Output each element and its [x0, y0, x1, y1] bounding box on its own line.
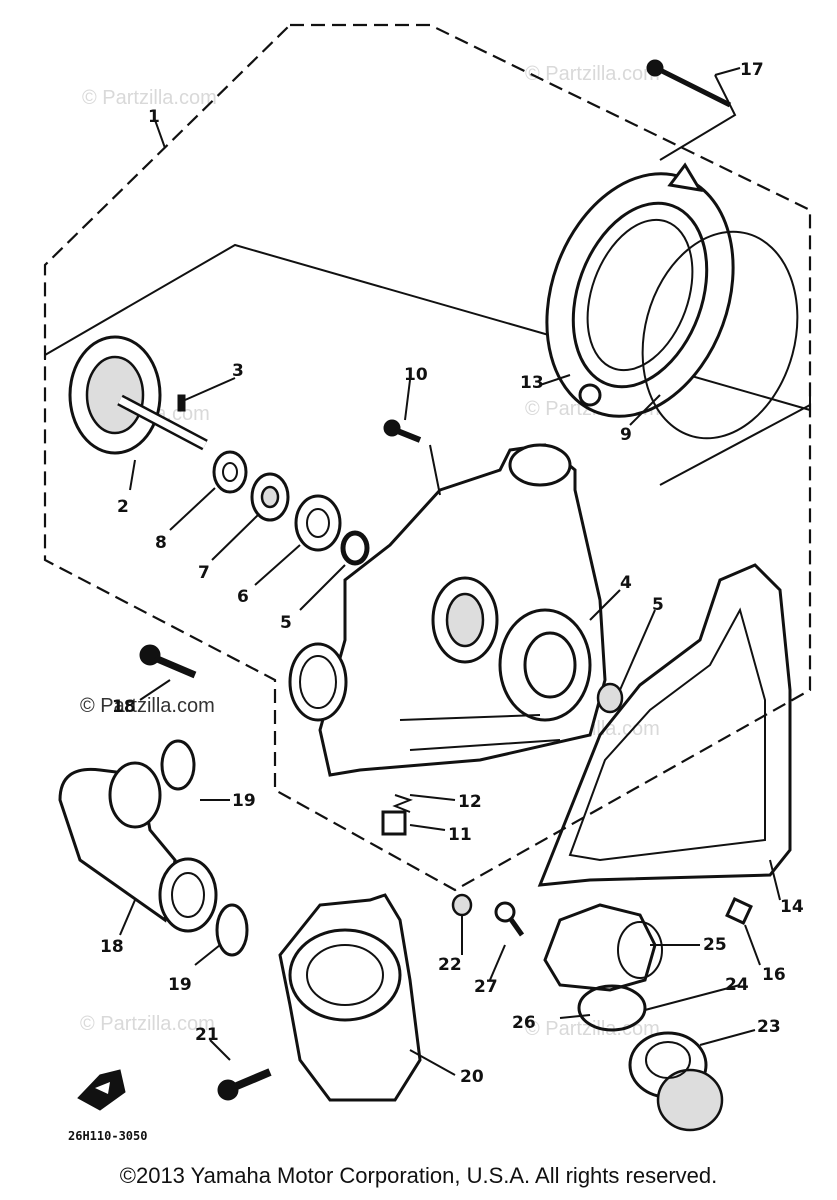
gasket-14-inner: [568, 607, 766, 862]
drain-plug-11: [381, 794, 413, 836]
housing-outlet: [288, 642, 348, 722]
seal-7: [250, 472, 290, 522]
callout-26: 26: [512, 1013, 536, 1033]
callout-6: 6: [237, 587, 249, 607]
bearing-6: [294, 494, 342, 552]
o-ring-19-lower: [215, 903, 249, 957]
callout-1: 1: [148, 107, 160, 127]
leader-lines: [119, 67, 781, 1076]
callout-18: 18: [100, 937, 124, 957]
copyright-notice: ©2013 Yamaha Motor Corporation, U.S.A. A…: [119, 1163, 718, 1188]
callout-9: 9: [620, 425, 632, 445]
bolt-18: [139, 644, 197, 679]
watermark-6: © Partzilla.com: [80, 1013, 215, 1035]
impeller: [68, 335, 208, 455]
callout-12: 12: [458, 792, 482, 812]
callout-25: 25: [703, 935, 727, 955]
callout-17: 17: [740, 60, 764, 80]
pump-housing: [318, 443, 607, 777]
callout-2: 2: [117, 497, 129, 517]
callout-16: 16: [762, 965, 786, 985]
o-ring-9: [641, 230, 799, 440]
plug-16: [725, 897, 753, 925]
bolt-21: [217, 1068, 272, 1101]
callout-19-lower: 19: [168, 975, 192, 995]
plug-5: [596, 682, 624, 714]
callout-3: 3: [232, 361, 244, 381]
callout-13: 13: [520, 373, 544, 393]
callout-23: 23: [757, 1017, 781, 1037]
bolt-10: [383, 419, 422, 443]
callout-27: 27: [474, 977, 498, 997]
callout-21: 21: [195, 1025, 219, 1045]
watermark-2: © Partzilla.com: [525, 63, 660, 85]
front-arrow-icon: [77, 1069, 126, 1111]
plane-outline: [44, 243, 811, 486]
screw-27: [494, 901, 525, 937]
callout-5: 5: [280, 613, 292, 633]
callout-19-upper: 19: [232, 791, 256, 811]
circlip-5: [340, 530, 370, 566]
o-ring-19-upper: [160, 739, 196, 791]
pump-cover: [545, 162, 735, 418]
watermark-7: © Partzilla.com: [525, 1018, 660, 1040]
callout-11: 11: [448, 825, 472, 845]
callout-20: 20: [460, 1067, 484, 1087]
pin-3: [177, 394, 186, 412]
callout-10: 10: [404, 365, 428, 385]
callouts: 1 2 3 4 5 5 6 7 8 9 10 11 12 13 14 16 17…: [100, 60, 804, 1087]
thermostat: [628, 1031, 724, 1132]
drawing-code: 26H110-3050: [68, 1129, 147, 1143]
callout-8: 8: [155, 533, 167, 553]
callout-14: 14: [780, 897, 804, 917]
gasket-14: [537, 563, 792, 887]
seal-8: [212, 450, 248, 494]
o-ring-24: [577, 984, 647, 1032]
watermark-dark: © Partzilla.com: [80, 695, 215, 717]
thermostat-housing: [278, 893, 422, 1102]
callout-7: 7: [198, 563, 210, 583]
callout-22: 22: [438, 955, 462, 975]
assembly-outline: [43, 23, 812, 892]
callout-4: 4: [620, 573, 632, 593]
callout-24: 24: [725, 975, 749, 995]
elbow-pipe: [58, 761, 218, 933]
watermark-1: © Partzilla.com: [82, 87, 217, 109]
water-pump-exploded-diagram: © Partzilla.com © Partzilla.com © Partzi…: [43, 23, 812, 1143]
callout-18-bolt: 18: [112, 697, 136, 717]
callout-5b: 5: [652, 595, 664, 615]
thermostat-cover: [543, 903, 663, 992]
nut-22: [451, 893, 473, 917]
bolt-17: [646, 59, 732, 108]
